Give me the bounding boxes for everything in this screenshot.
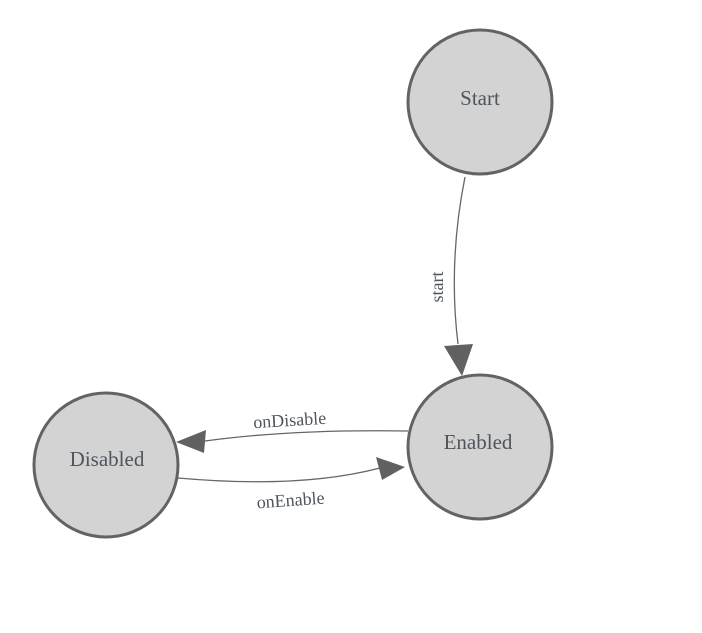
- state-circle: [406, 28, 554, 176]
- state-label: Start: [460, 86, 500, 110]
- edge-line: [453, 176, 466, 345]
- edge-label-start: start: [427, 272, 447, 303]
- edge-line: [204, 430, 409, 442]
- edge-label-on-enable: onEnable: [256, 488, 325, 513]
- state-node-disabled: Disabled: [32, 391, 180, 539]
- state-node-enabled: Enabled: [406, 373, 554, 521]
- edge-label-on-disable: onDisable: [253, 408, 327, 432]
- edge-line: [177, 467, 381, 483]
- arrowhead-down-icon: [444, 344, 473, 376]
- state-node-start: Start: [406, 28, 554, 176]
- state-label: Enabled: [444, 430, 513, 454]
- state-circle: [406, 373, 554, 521]
- edge-start-to-enabled: [444, 176, 473, 376]
- arrowhead-right-icon: [376, 457, 405, 480]
- state-label: Disabled: [70, 447, 145, 471]
- state-circle: [32, 391, 180, 539]
- edge-disabled-to-enabled: [177, 457, 405, 483]
- arrowhead-left-icon: [176, 430, 206, 453]
- edge-enabled-to-disabled: [176, 430, 409, 453]
